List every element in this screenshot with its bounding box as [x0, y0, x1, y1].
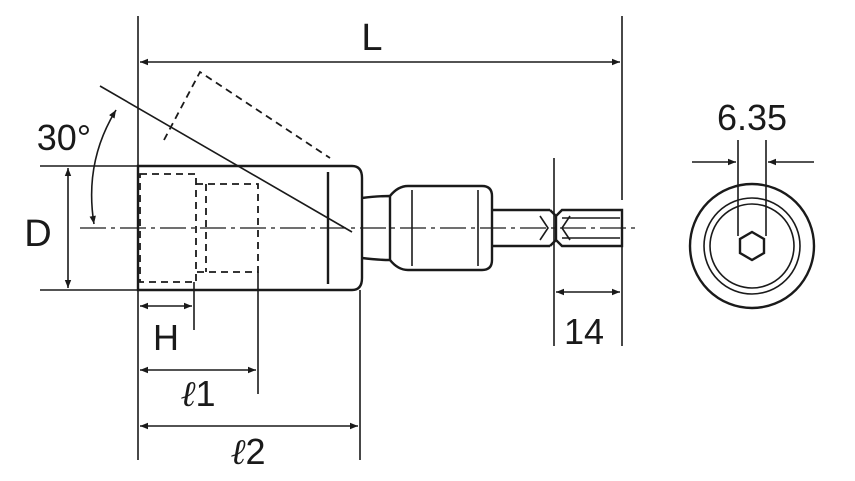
- adapter-neck: [361, 194, 392, 262]
- hex-bit-groove: [539, 215, 571, 241]
- tilt-axis-line: [99, 85, 353, 233]
- label-D: D: [24, 213, 51, 255]
- label-hex-size: 6.35: [717, 97, 787, 138]
- dimension-l2: ℓ2: [140, 290, 361, 473]
- label-l1-ell: ℓ: [180, 374, 195, 415]
- label-L: L: [361, 17, 382, 59]
- label-l1-num: 1: [195, 373, 215, 414]
- dimension-H: H: [137, 282, 195, 460]
- label-angle: 30°: [37, 117, 91, 158]
- adapter-ring: [389, 184, 494, 272]
- dimension-hex-length: 14: [553, 158, 623, 352]
- dimension-D: D: [24, 165, 138, 291]
- socket-hex-cavity: [139, 173, 197, 283]
- socket-inner-bore: [196, 183, 259, 273]
- end-view: 6.35: [688, 97, 816, 310]
- dimension-angle: 30°: [37, 109, 117, 225]
- ring-grip: [411, 190, 479, 266]
- end-view-hex: [738, 230, 766, 262]
- label-hex-length: 14: [564, 311, 604, 352]
- end-view-inner-circle: [709, 203, 795, 289]
- label-H: H: [153, 317, 179, 358]
- label-l1: ℓ1: [180, 373, 215, 415]
- adapter-shank: [492, 208, 550, 248]
- socket-head: [136, 164, 364, 292]
- tilt-phantom-outline: [163, 70, 331, 159]
- end-view-mid-circle: [703, 197, 801, 295]
- label-l2-num: 2: [245, 431, 265, 472]
- label-l2: ℓ2: [230, 431, 265, 473]
- end-view-outer-circle: [688, 182, 816, 310]
- dimension-L: L: [137, 16, 623, 200]
- hex-bit: [549, 208, 624, 248]
- label-l2-ell: ℓ: [230, 432, 245, 473]
- side-view: [80, 70, 636, 292]
- dimension-l1: ℓ1: [140, 272, 259, 415]
